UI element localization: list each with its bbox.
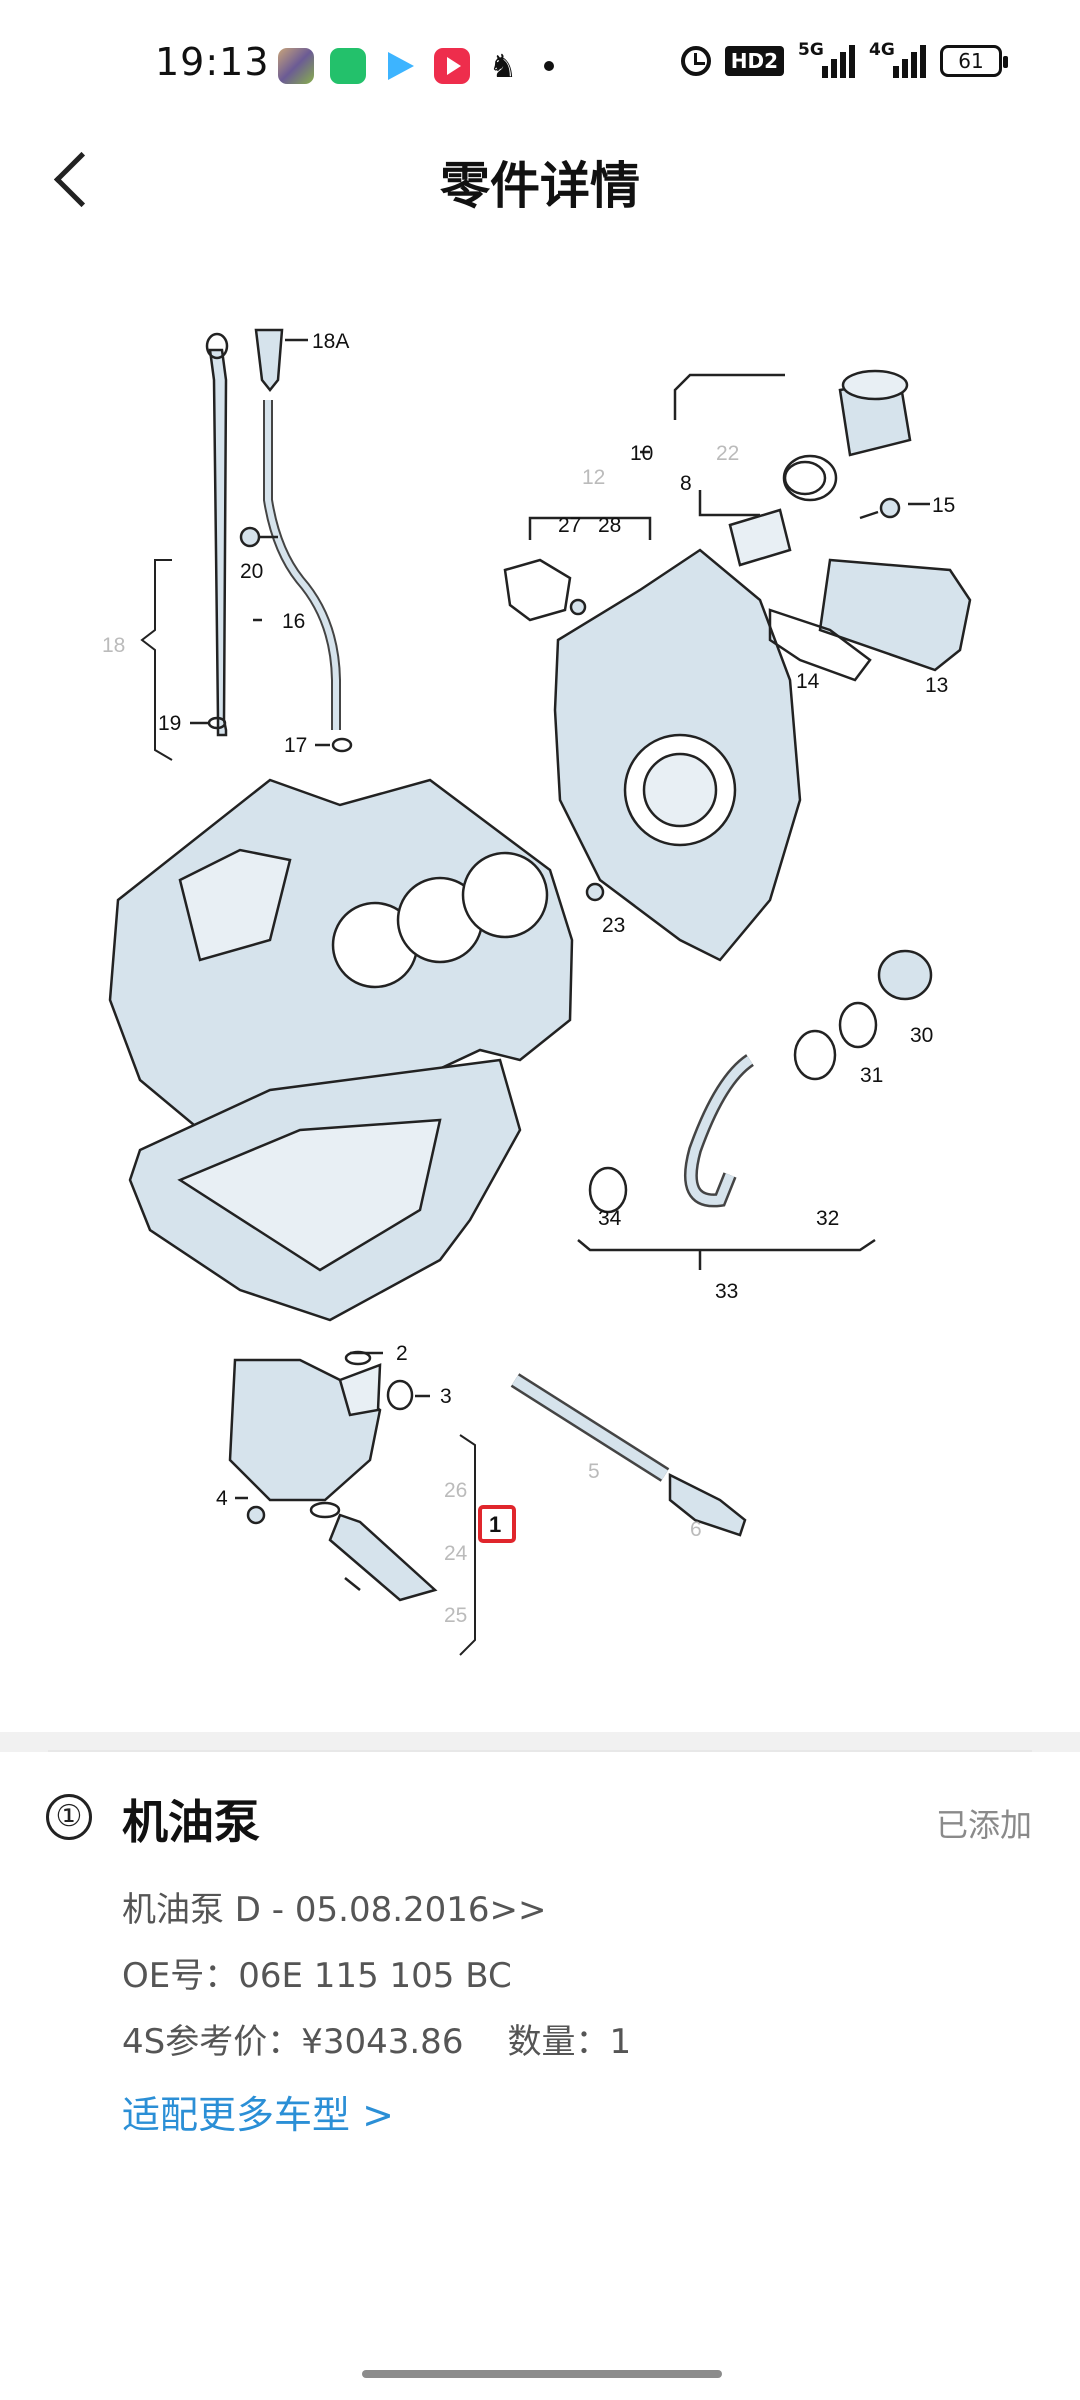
notification-icons: ♞ (278, 48, 554, 84)
diagram-label-17[interactable]: 17 (284, 734, 307, 757)
price-quantity: 4S参考价：¥3043.86 数量：1 (122, 2014, 631, 2063)
diagram-label-27[interactable]: 27 (558, 514, 581, 537)
part-name: 机油泵 (122, 1795, 260, 1849)
diagram-label-4[interactable]: 4 (216, 1487, 228, 1510)
more-notifications-dot (544, 61, 554, 71)
qty-label: 数量： (507, 2022, 610, 2062)
diagram-label-22[interactable]: 22 (716, 442, 739, 465)
horse-app-icon: ♞ (488, 47, 518, 85)
diagram-label-3[interactable]: 3 (440, 1385, 452, 1408)
hd-voice-icon: HD2 (724, 46, 784, 76)
signal-5g-icon: 5G (798, 40, 855, 78)
diagram-label-1[interactable]: 1 (489, 1512, 501, 1537)
diagram-label-33[interactable]: 33 (715, 1280, 738, 1303)
diagram-label-28[interactable]: 28 (598, 514, 621, 537)
diagram-label-10[interactable]: 10 (630, 442, 653, 465)
diagram-label-23[interactable]: 23 (602, 914, 625, 937)
price-value: ¥3043.86 (301, 2022, 464, 2062)
oe-value: 06E 115 105 BC (238, 1956, 512, 1996)
oe-label: OE号： (122, 1956, 239, 1996)
signal-4g-icon: 4G (869, 40, 926, 78)
page-header: 零件详情 (0, 130, 1080, 230)
qty-value: 1 (609, 2022, 632, 2062)
gallery-app-icon (278, 48, 314, 84)
alarm-icon (680, 46, 711, 76)
price-label: 4S参考价： (122, 2022, 302, 2062)
home-indicator[interactable] (362, 2370, 722, 2378)
play-app-icon (434, 48, 470, 84)
more-models-link[interactable]: 适配更多车型 > (122, 2093, 394, 2137)
diagram-label-34[interactable]: 34 (598, 1207, 622, 1230)
diagram-label-14[interactable]: 14 (796, 670, 820, 693)
diagram-label-24[interactable]: 24 (444, 1542, 468, 1565)
diagram-label-6[interactable]: 6 (690, 1518, 702, 1541)
diagram-label-12[interactable]: 12 (582, 466, 605, 489)
status-time: 19:13 (155, 40, 270, 84)
section-divider (0, 1732, 1080, 1752)
parts-diagram[interactable]: 18A 10 22 8 12 27 28 15 20 16 18 19 17 1… (0, 260, 1080, 1700)
diagram-label-20[interactable]: 20 (240, 560, 263, 583)
oe-number: OE号：06E 115 105 BC (122, 1948, 512, 1997)
part-index: ① (46, 1794, 92, 1840)
diagram-label-31[interactable]: 31 (860, 1064, 883, 1087)
diagram-label-5[interactable]: 5 (588, 1460, 600, 1483)
diagram-label-15[interactable]: 15 (932, 494, 955, 517)
chat-app-icon (330, 48, 366, 84)
video-app-icon (382, 48, 418, 84)
diagram-label-19[interactable]: 19 (158, 712, 181, 735)
battery-icon: 61 (940, 45, 1008, 77)
highlight-box (478, 1505, 516, 1543)
diagram-label-32[interactable]: 32 (816, 1207, 839, 1230)
added-status[interactable]: 已添加 (935, 1806, 1032, 1844)
diagram-label-25[interactable]: 25 (444, 1604, 467, 1627)
part-description: 机油泵 D - 05.08.2016>> (122, 1890, 547, 1930)
diagram-label-8[interactable]: 8 (680, 472, 692, 495)
diagram-label-26[interactable]: 26 (444, 1479, 467, 1502)
diagram-label-30[interactable]: 30 (910, 1024, 933, 1047)
status-bar: 19:13 ♞ HD2 5G 4G 61 (0, 0, 1080, 130)
diagram-label-16[interactable]: 16 (282, 610, 305, 633)
diagram-label-13[interactable]: 13 (925, 674, 948, 697)
page-title: 零件详情 (440, 157, 640, 215)
system-indicators: HD2 5G 4G 61 (680, 40, 1008, 78)
diagram-label-18[interactable]: 18 (102, 634, 125, 657)
diagram-label-18A[interactable]: 18A (312, 330, 349, 353)
diagram-label-2[interactable]: 2 (396, 1342, 408, 1365)
